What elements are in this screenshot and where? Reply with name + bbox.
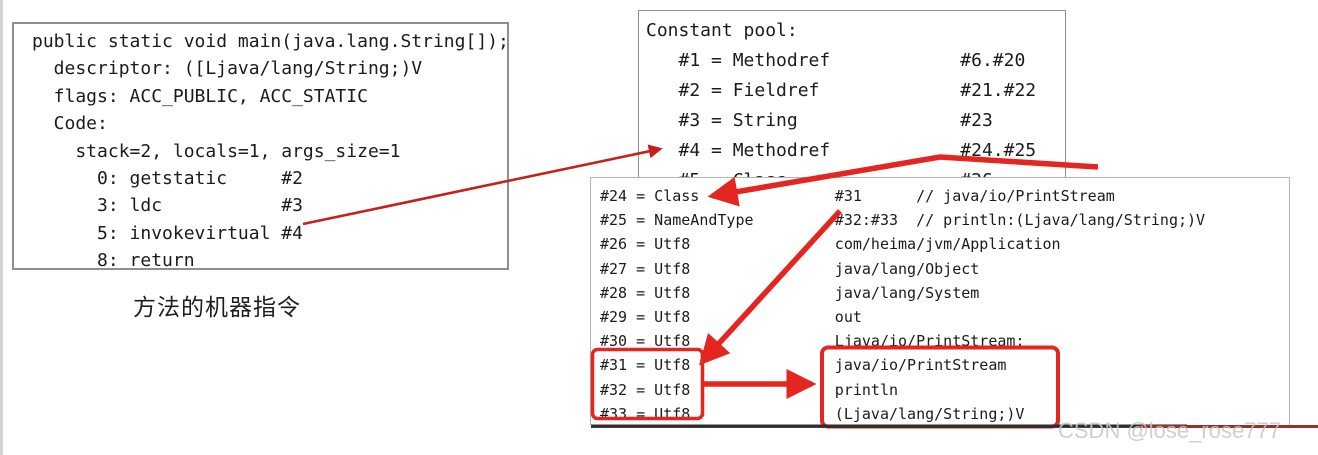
code-line: #4 = Methodref #24.#25 [646,140,1037,161]
code-line: 0: getstatic #2 [32,168,303,190]
code-line: #26 = Utf8 com/heima/jvm/Application [600,235,1061,254]
code-line: #1 = Methodref #6.#20 [646,50,1026,71]
constant-pool-box: Constant pool: #1 = Methodref #6.#20 #2 … [638,10,1066,202]
code-line: #24 = Class #31 // java/io/PrintStream [600,187,1115,205]
code-line: flags: ACC_PUBLIC, ACC_STATIC [32,85,368,107]
constant-pool-detail-box: #24 = Class #31 // java/io/PrintStream #… [590,177,1290,425]
method-bytecode-box: public static void main(java.lang.String… [12,22,509,271]
code-line: #29 = Utf8 out [600,308,862,327]
code-line: #30 = Utf8 Ljava/io/PrintStream; [600,332,1025,351]
code-line: 5: invokevirtual #4 [32,222,303,244]
code-line: Code: [32,113,108,135]
code-line: 8: return [32,250,195,272]
code-line: 3: ldc #3 [32,195,303,217]
watermark: CSDN @lose_rose777 [1058,418,1281,443]
code-line: descriptor: ([Ljava/lang/String;)V [32,58,423,80]
code-line: stack=2, locals=1, args_size=1 [32,140,401,162]
code-line: #25 = NameAndType #32:#33 // println:(Lj… [600,211,1206,230]
code-line: #32 = Utf8 println [600,380,899,399]
code-line: #2 = Fieldref #21.#22 [646,80,1037,101]
left-edge-strip [0,0,3,455]
code-line: #27 = Utf8 java/lang/Object [600,259,980,278]
code-line: Constant pool: [646,20,798,41]
method-box-caption: 方法的机器指令 [133,294,301,320]
code-line: #28 = Utf8 java/lang/System [600,283,980,302]
code-line: #3 = String #23 [646,110,993,131]
code-line: #31 = Utf8 java/io/PrintStream [600,356,1007,375]
code-line: public static void main(java.lang.String… [32,31,509,52]
